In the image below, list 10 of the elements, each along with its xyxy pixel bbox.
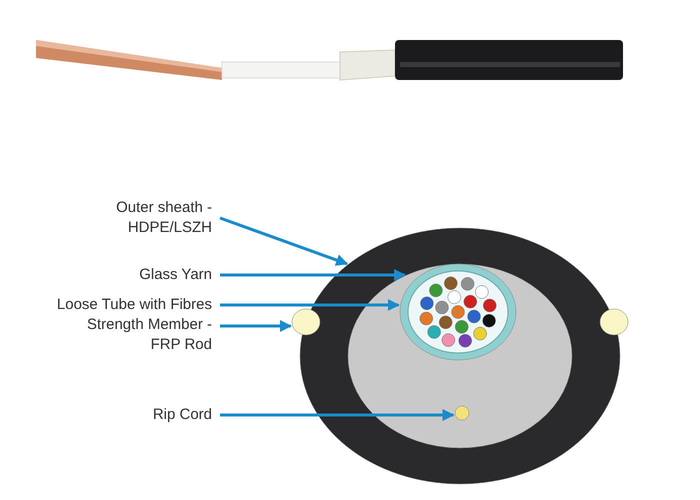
part-label: Strength Member - FRP Rod: [86, 315, 212, 355]
leader-arrow: [220, 409, 454, 421]
leader-arrow: [220, 320, 292, 332]
leader-arrow: [220, 269, 406, 281]
leader-arrow: [219, 216, 348, 266]
part-label: Loose Tube with Fibres: [56, 295, 212, 315]
leader-arrow: [220, 299, 400, 311]
part-label: Rip Cord: [152, 405, 212, 425]
part-label: Glass Yarn: [138, 265, 212, 285]
part-label: Outer sheath - HDPE/LSZH: [115, 198, 212, 238]
